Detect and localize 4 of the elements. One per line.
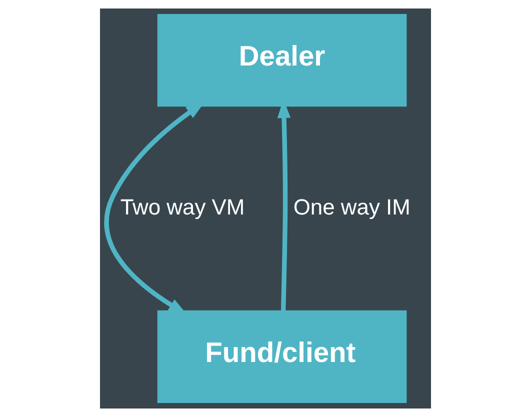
- edge-label: One way IM: [293, 194, 410, 220]
- node-box: Dealer: [157, 14, 407, 107]
- node-box: Fund/client: [157, 310, 407, 403]
- edge-label: Two way VM: [120, 194, 245, 220]
